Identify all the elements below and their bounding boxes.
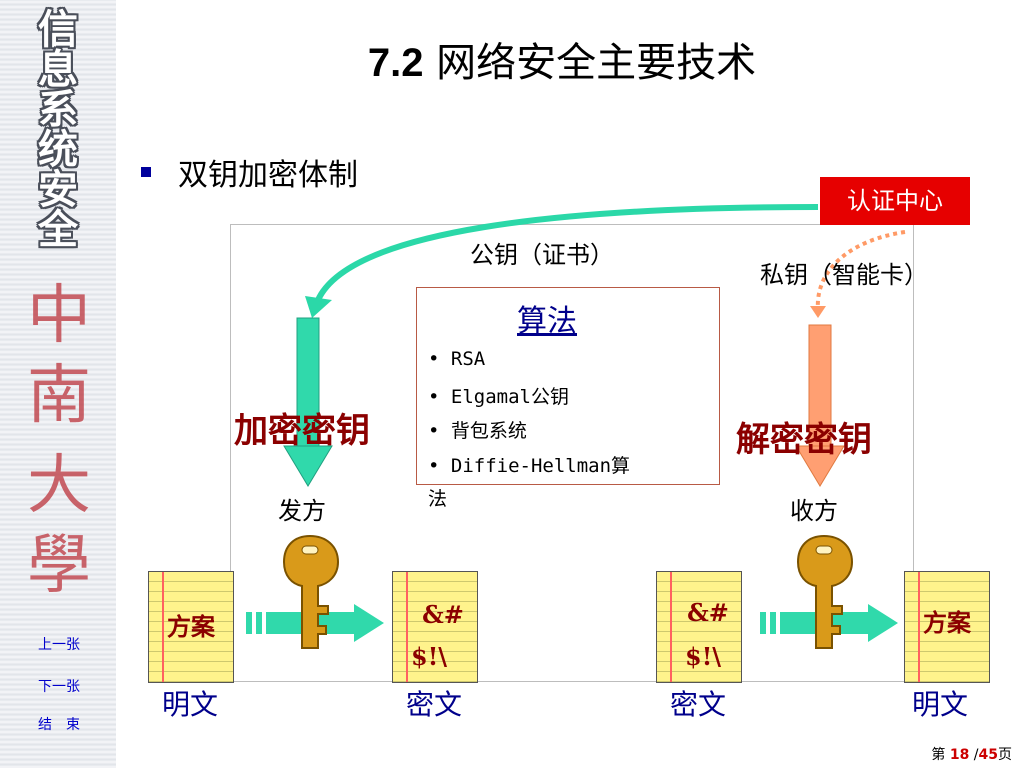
calligraphy-char: 中 [27,279,91,353]
ciphertext-doc-line2-left: $!\ [411,642,447,671]
ciphertext-document-right [656,571,742,683]
encrypt-key-icon [282,534,340,649]
decrypt-key-icon [796,534,854,649]
public-key-label: 公钥（证书） [470,241,614,269]
algorithm-box [416,287,720,485]
slide-title-text: 网络安全主要技术 [436,40,757,86]
plaintext-doc-text-right: 方案 [923,608,971,637]
public-key-curve-arrow [315,204,819,302]
ciphertext-label-left: 密文 [406,688,463,721]
plaintext-document-left [148,571,234,683]
sidebar-title-char: 统 [38,127,78,173]
algorithm-item: • Diffie-Hellman算 [428,455,631,477]
algorithm-item: • RSA [428,348,486,370]
nav-next-link[interactable]: 下一张 [38,679,80,695]
page-number-current: 18 [949,747,970,763]
page-number: 第 18 /45页 [931,744,1012,764]
encrypt-key-label: 加密密钥 [234,411,370,451]
sidebar-title-char: 全 [38,207,78,253]
encrypt-key-arrow [283,317,333,487]
calligraphy-char: 學 [27,529,91,603]
ciphertext-label-right: 密文 [670,688,727,721]
decrypt-key-arrow [795,324,845,487]
sender-label: 发方 [278,497,326,525]
sidebar-title-char: 信 [38,7,78,53]
slide-title-number: 7.2 [367,41,424,85]
private-key-label: 私钥（智能卡） [760,261,928,289]
plaintext-label-left: 明文 [162,688,219,721]
nav-end-link[interactable]: 结 束 [38,717,80,733]
bullet-heading: 双钥加密体制 [178,158,358,193]
algorithm-title: 算法 [517,304,577,339]
nav-prev-link[interactable]: 上一张 [38,637,80,653]
sidebar-title-char: 安 [38,167,78,213]
bullet-square-icon [141,167,151,177]
page-number-total: 45 [978,747,998,763]
ciphertext-document-left [392,571,478,683]
cert-center-box: 认证中心 [820,177,970,225]
slide-title: 7.2 网络安全主要技术 [0,30,1024,88]
sidebar-title-char: 系 [38,87,78,133]
page-number-prefix: 第 [931,747,950,763]
sidebar: 信 息 系 统 安 全 中 南 大 學 上一张 下一张 结 束 [0,0,116,768]
private-key-dotted-arrow [815,230,906,311]
private-key-dotted-arrowhead [810,306,826,318]
algorithm-item: 法 [428,488,448,510]
calligraphy-char: 大 [27,449,91,523]
ciphertext-doc-line1-right: &# [687,598,729,627]
plaintext-doc-text-left: 方案 [167,612,215,641]
algorithm-item: • 背包系统 [428,420,527,442]
algorithm-item: • Elgamal公钥 [428,386,569,408]
calligraphy-char: 南 [27,359,91,433]
decrypt-key-label: 解密密钥 [736,420,872,460]
page-number-suffix: 页 [998,747,1012,763]
receiver-label: 收方 [790,497,838,525]
plaintext-document-right [904,571,990,683]
public-key-curve-arrowhead [305,296,332,318]
page-number-separator: / [969,747,979,763]
ciphertext-doc-line2-right: $!\ [685,642,721,671]
sidebar-title-char: 息 [38,47,78,93]
diagram-frame [230,224,914,682]
plaintext-label-right: 明文 [912,688,969,721]
ciphertext-doc-line1-left: &# [422,600,464,629]
